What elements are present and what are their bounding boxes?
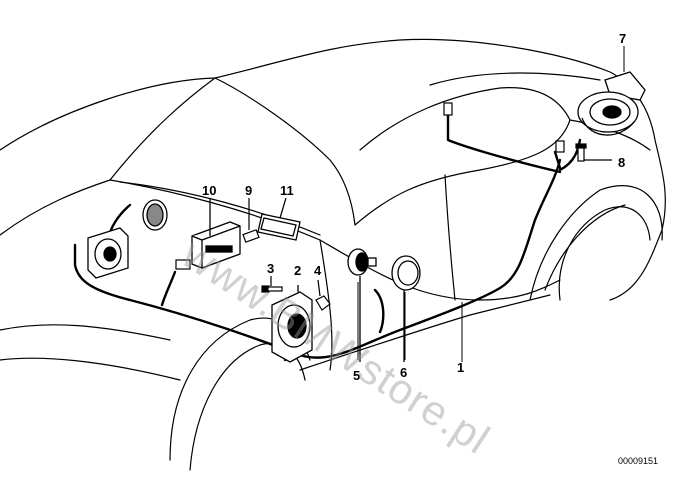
plug-part-9: [242, 198, 260, 243]
callout-11: 11: [280, 183, 294, 198]
screw-part-8: [575, 143, 612, 162]
callout-8: 8: [618, 155, 626, 170]
callout-10: 10: [202, 183, 217, 198]
diagram-code: 00009151: [618, 456, 659, 466]
callout-6: 6: [400, 365, 408, 380]
cover-ring-part-6: [391, 255, 421, 362]
callout-leaders: [357, 46, 625, 362]
radio-part-10: [191, 198, 241, 269]
callout-1: 1: [457, 360, 465, 375]
front-speaker-part-2: [271, 285, 313, 363]
dash-grille: [142, 199, 168, 231]
panel-part-11: [257, 197, 301, 241]
wiring-harness: [73, 113, 582, 362]
car-body-outline: [0, 38, 666, 471]
rear-speaker-part-7: [577, 71, 646, 136]
dash-speaker-left: [87, 227, 129, 279]
callout-2: 2: [294, 263, 302, 278]
callout-9: 9: [245, 183, 253, 198]
dash-plug: [175, 259, 191, 270]
callout-3: 3: [267, 261, 275, 276]
screw-part-3: [261, 276, 283, 293]
rear-connectors: [443, 102, 565, 153]
callout-5: 5: [353, 368, 361, 383]
clip-part-4: [315, 279, 331, 311]
callout-4: 4: [314, 263, 322, 278]
callout-7: 7: [619, 31, 627, 46]
tweeter-part-5: [347, 248, 377, 362]
